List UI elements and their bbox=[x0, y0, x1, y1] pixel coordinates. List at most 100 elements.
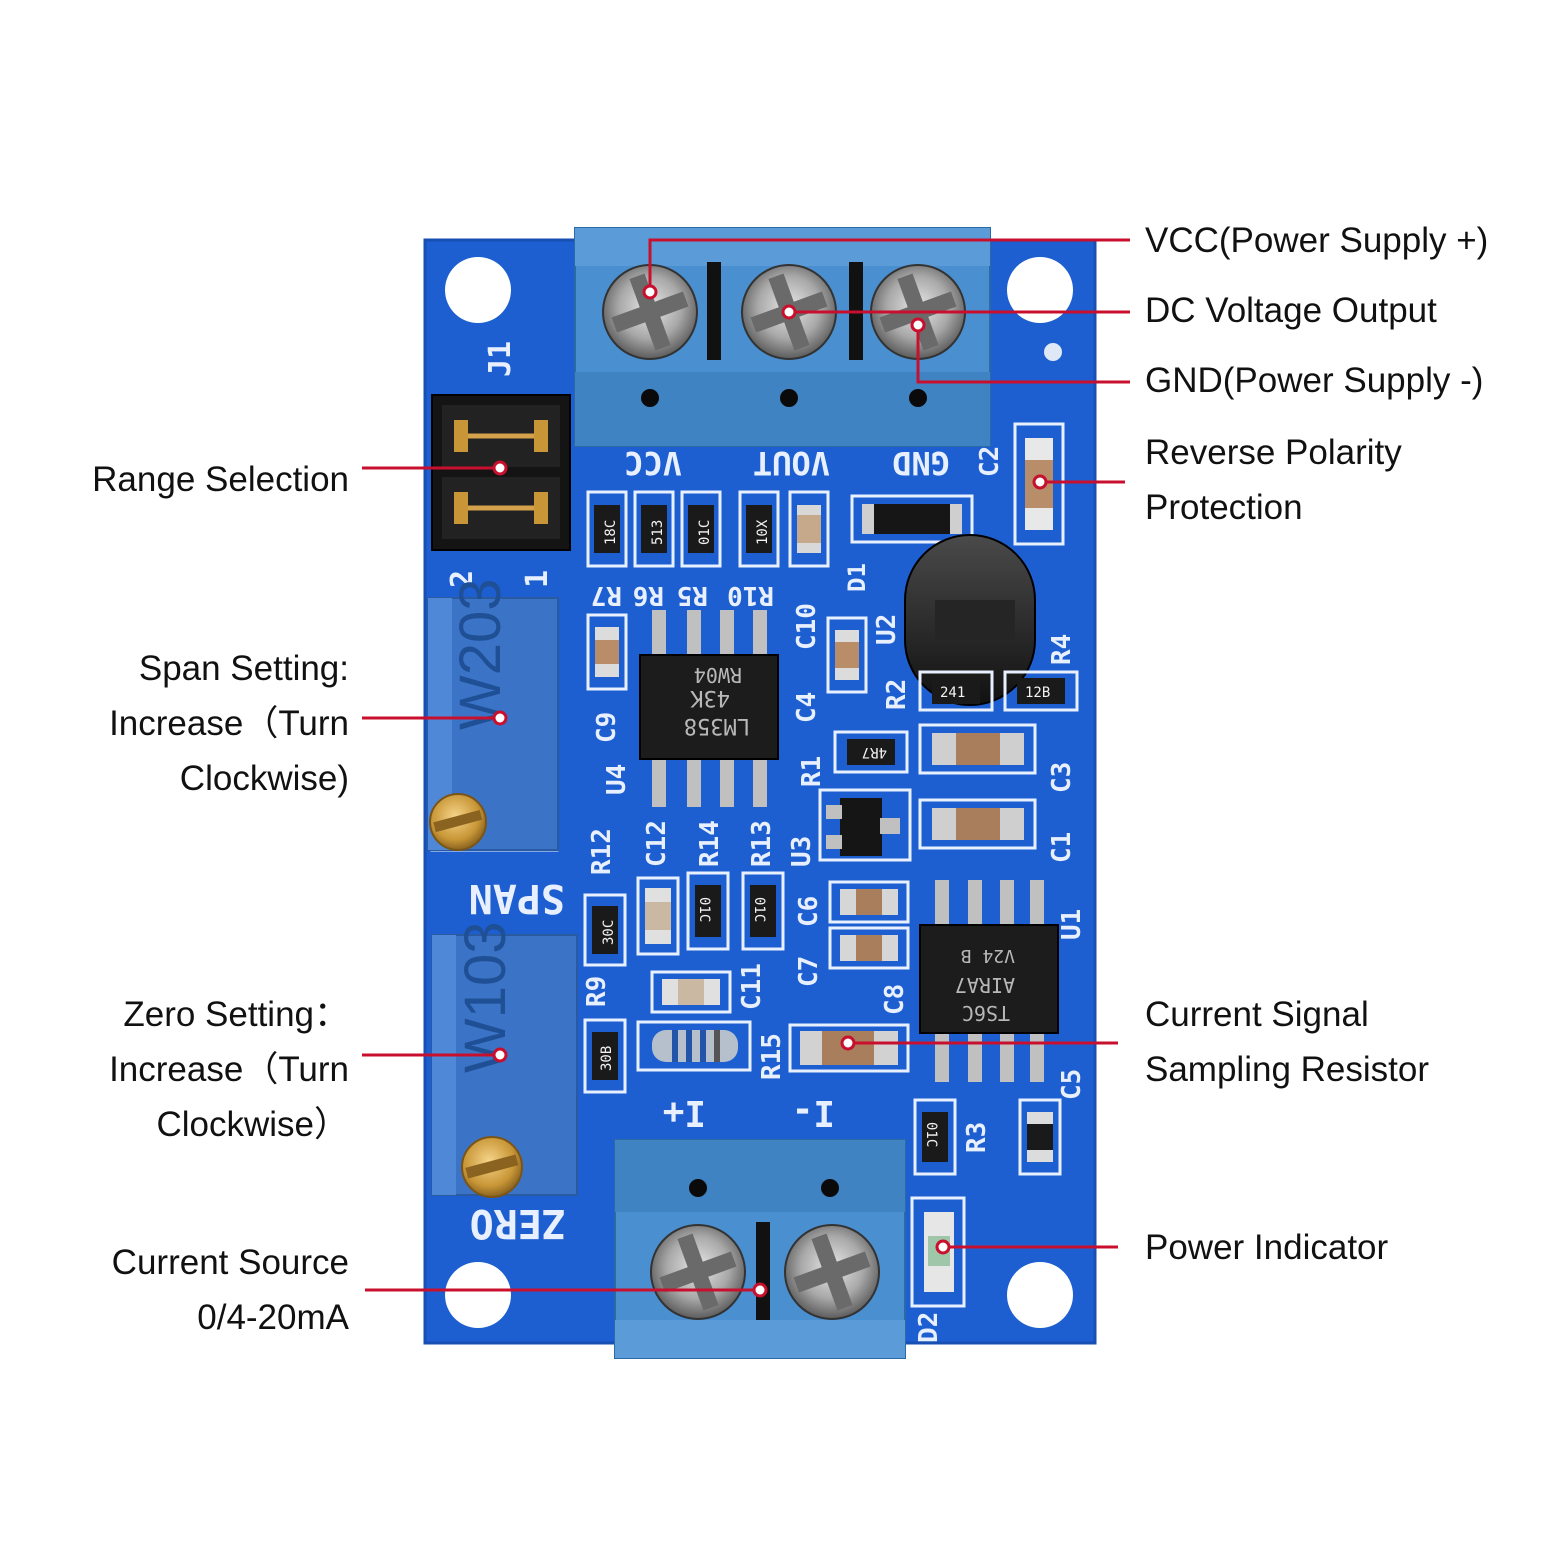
svg-text:01C: 01C bbox=[697, 520, 713, 545]
mount-hole-top-right bbox=[1007, 257, 1073, 323]
resistor-r5: 01C bbox=[680, 490, 722, 568]
callout-dot-span bbox=[492, 710, 508, 726]
silk-minus: I- bbox=[792, 1092, 835, 1133]
silk-c9: C9 bbox=[592, 712, 622, 743]
label-gnd: GND(Power Supply -) bbox=[1145, 361, 1484, 400]
silk-c6: C6 bbox=[794, 896, 824, 927]
diode-d1 bbox=[850, 494, 974, 544]
transistor-u2 bbox=[904, 534, 1036, 706]
svg-text:30B: 30B bbox=[599, 1046, 615, 1071]
svg-text:4R7: 4R7 bbox=[862, 744, 887, 760]
silk-c2: C2 bbox=[975, 446, 1005, 477]
u4-marking-1: LM358 bbox=[684, 713, 750, 738]
silk-pin1: 1 bbox=[520, 570, 555, 588]
svg-text:01C: 01C bbox=[923, 1122, 939, 1147]
resistor-r13: 01C bbox=[741, 871, 785, 951]
silk-r6: R6 bbox=[633, 580, 664, 610]
silk-c12: C12 bbox=[642, 820, 672, 867]
callout-dot-source bbox=[752, 1282, 768, 1298]
capacitor-c5 bbox=[1018, 1098, 1062, 1176]
resistor-r9: 30B bbox=[583, 1018, 627, 1094]
silk-vout: VOUT bbox=[753, 444, 830, 482]
silk-d1: D1 bbox=[843, 563, 871, 592]
silk-d2: D2 bbox=[914, 1312, 944, 1343]
mount-hole-bottom-left bbox=[445, 1262, 511, 1328]
label-current-signal: Current Signal Sampling Resistor bbox=[1145, 995, 1429, 1089]
capacitor-c6 bbox=[828, 880, 910, 924]
silk-r5: R5 bbox=[677, 580, 708, 610]
label-power-indicator: Power Indicator bbox=[1145, 1228, 1389, 1267]
resistor-r10: 10X bbox=[738, 490, 780, 568]
ic-u4: LM358 43K RW04 bbox=[639, 610, 779, 807]
label-vout: DC Voltage Output bbox=[1145, 291, 1437, 330]
callout-dot-sampling bbox=[840, 1035, 856, 1051]
silk-c7: C7 bbox=[794, 956, 824, 987]
callout-lines bbox=[362, 238, 1130, 1292]
svg-text:01C: 01C bbox=[696, 897, 712, 922]
silk-r1: R1 bbox=[797, 756, 827, 787]
svg-text:10X: 10X bbox=[755, 519, 771, 545]
silk-r9: R9 bbox=[582, 976, 612, 1007]
via-top-right bbox=[1044, 343, 1062, 361]
silk-c5: C5 bbox=[1057, 1069, 1087, 1100]
potentiometer-zero: W103 bbox=[431, 921, 578, 1198]
svg-text:18C: 18C bbox=[603, 520, 619, 545]
silk-c11: C11 bbox=[737, 963, 767, 1010]
silk-r14: R14 bbox=[695, 820, 725, 867]
silk-plus: I+ bbox=[663, 1092, 706, 1133]
silk-u3: U3 bbox=[787, 836, 817, 867]
capacitor-c1 bbox=[918, 798, 1037, 850]
silk-u1: U1 bbox=[1057, 909, 1087, 940]
label-reverse-polarity: Reverse Polarity Protection bbox=[1145, 433, 1402, 527]
callout-dot-vout bbox=[781, 304, 797, 320]
potentiometer-span: W203 bbox=[427, 578, 559, 852]
resistor-r6: 513 bbox=[633, 490, 675, 568]
resistor-r1: 4R7 bbox=[833, 730, 909, 774]
capacitor-c12 bbox=[636, 876, 680, 956]
capacitor-c3 bbox=[918, 723, 1037, 775]
label-span-setting: Span Setting: Increase（Turn Clockwise) bbox=[109, 649, 349, 798]
silk-r2: R2 bbox=[882, 679, 912, 710]
label-vcc: VCC(Power Supply +) bbox=[1145, 221, 1489, 260]
callout-dot-gnd bbox=[910, 317, 926, 333]
silk-u2: U2 bbox=[872, 614, 902, 645]
capacitor-c11 bbox=[650, 970, 732, 1014]
u1-marking-1: V24 B bbox=[961, 945, 1015, 966]
resistor-r7: 18C bbox=[586, 490, 628, 568]
u4-marking-2: 43K bbox=[690, 685, 730, 710]
zero-pot-marking: W103 bbox=[453, 921, 518, 1073]
screw-current-minus bbox=[784, 1224, 880, 1320]
resistor-r15 bbox=[636, 1020, 752, 1072]
silk-r15: R15 bbox=[757, 1033, 787, 1080]
resistor-r4: 12B bbox=[1003, 670, 1079, 712]
callout-dots bbox=[492, 284, 1048, 1298]
resistor-r3: 01C bbox=[913, 1098, 957, 1176]
svg-text:241: 241 bbox=[940, 685, 965, 701]
silk-r12: R12 bbox=[587, 828, 617, 875]
callout-dot-range bbox=[492, 460, 508, 476]
mount-hole-top-left bbox=[445, 257, 511, 323]
regulator-u3 bbox=[818, 788, 912, 862]
resistor-r14: 01C bbox=[686, 871, 730, 951]
led-d2 bbox=[910, 1196, 966, 1308]
capacitor-c9 bbox=[586, 613, 628, 691]
mount-hole-bottom-right bbox=[1007, 1262, 1073, 1328]
screw-current-plus bbox=[650, 1224, 746, 1320]
svg-text:01C: 01C bbox=[751, 897, 767, 922]
silk-c1: C1 bbox=[1047, 832, 1077, 863]
callout-dot-vcc bbox=[642, 284, 658, 300]
silk-r7: R7 bbox=[591, 580, 622, 610]
silk-r13: R13 bbox=[747, 820, 777, 867]
silk-j1: J1 bbox=[483, 341, 518, 377]
callout-dot-reverse bbox=[1032, 474, 1048, 490]
svg-text:30C: 30C bbox=[601, 920, 617, 945]
silk-c8: C8 bbox=[880, 984, 910, 1015]
capacitor-c10 bbox=[788, 490, 830, 568]
callout-line-gnd bbox=[916, 325, 1130, 384]
label-zero-setting: Zero Setting： Increase（Turn Clockwise） bbox=[109, 995, 349, 1144]
u4-marking-3: RW04 bbox=[694, 663, 742, 687]
resistor-r12: 30C bbox=[583, 893, 627, 967]
svg-text:12B: 12B bbox=[1025, 685, 1050, 701]
